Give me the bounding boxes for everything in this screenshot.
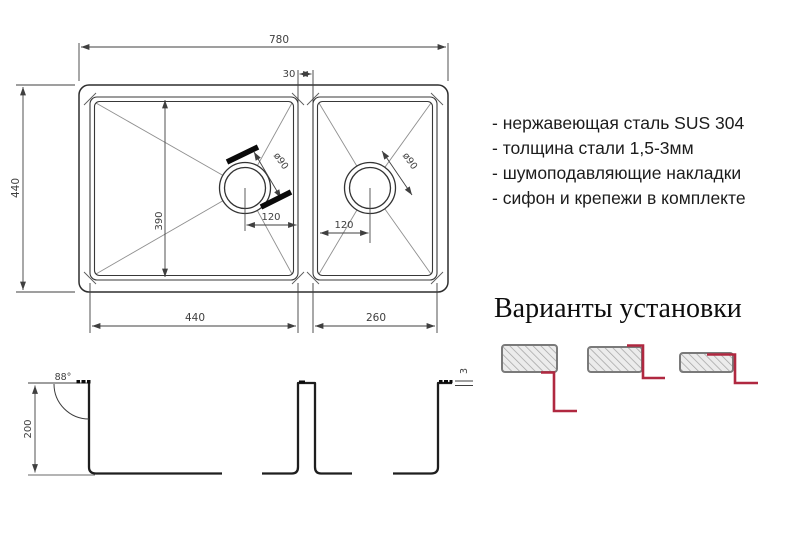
dim-partition [297, 70, 314, 110]
dim-left-drain-offset-label: 120 [261, 212, 280, 223]
top-view: 780 440 30 390 1 [10, 34, 449, 333]
dim-right-drain-offset-label: 120 [334, 220, 353, 231]
countertop-section [501, 344, 558, 373]
right-rim-crimp [439, 380, 453, 384]
sink-rim-profile [627, 344, 665, 380]
dim-total-depth-label: 440 [10, 178, 22, 198]
side-view: 88° 200 [23, 368, 473, 476]
left-rim-crimp [76, 380, 91, 384]
dim-left-bowl-width-label: 440 [185, 312, 205, 324]
angle-label: 88° [55, 372, 72, 383]
left-bowl [89, 96, 299, 281]
partition-rim-crimp [299, 380, 305, 384]
side-view-right-profile [393, 381, 452, 475]
sink-rim-profile [707, 353, 758, 385]
dim-total-depth [16, 84, 75, 293]
right-bowl [312, 96, 438, 281]
dim-left-drain-diameter-label: ø90 [271, 151, 290, 172]
dim-total-width-label: 780 [269, 34, 289, 46]
install-option-undermount [501, 344, 577, 413]
side-view-left-profile [87, 381, 222, 475]
dim-right-bowl-width [312, 283, 438, 333]
dim-left-drain-diameter [225, 144, 293, 210]
spec-item-material: - нержавеющая сталь SUS 304 [492, 113, 745, 133]
countertop-section [679, 352, 734, 373]
dim-height-label: 200 [23, 419, 34, 438]
sink-rim-profile [541, 371, 577, 413]
install-options [501, 344, 758, 413]
side-view-partition-profile [262, 381, 352, 475]
installation-title: Варианты установки [494, 293, 742, 324]
dim-right-drain-diameter [381, 150, 413, 196]
dim-partition-label: 30 [283, 69, 296, 80]
spec-item-siphon: - сифон и крепежи в комплекте [492, 188, 746, 208]
spec-item-soundpads: - шумоподавляющие накладки [492, 163, 742, 183]
dim-left-bowl-width [89, 283, 299, 333]
dim-total-width [78, 43, 449, 81]
sink-outer-rim [78, 84, 449, 293]
install-option-top-mount [679, 352, 758, 385]
dim-edge-thickness-label: 3 [459, 368, 470, 374]
install-option-flush-mount [587, 344, 665, 380]
dim-bowl-depth-label: 390 [154, 211, 165, 230]
dim-right-drain-diameter-label: ø90 [400, 151, 419, 172]
spec-item-thickness: - толщина стали 1,5-3мм [492, 138, 694, 158]
dim-edge-thickness [455, 380, 473, 386]
angle-arc [53, 383, 90, 420]
dim-right-bowl-width-label: 260 [366, 312, 386, 324]
spec-list: - нержавеющая сталь SUS 304 - толщина ст… [492, 111, 746, 211]
countertop-section [587, 346, 643, 373]
